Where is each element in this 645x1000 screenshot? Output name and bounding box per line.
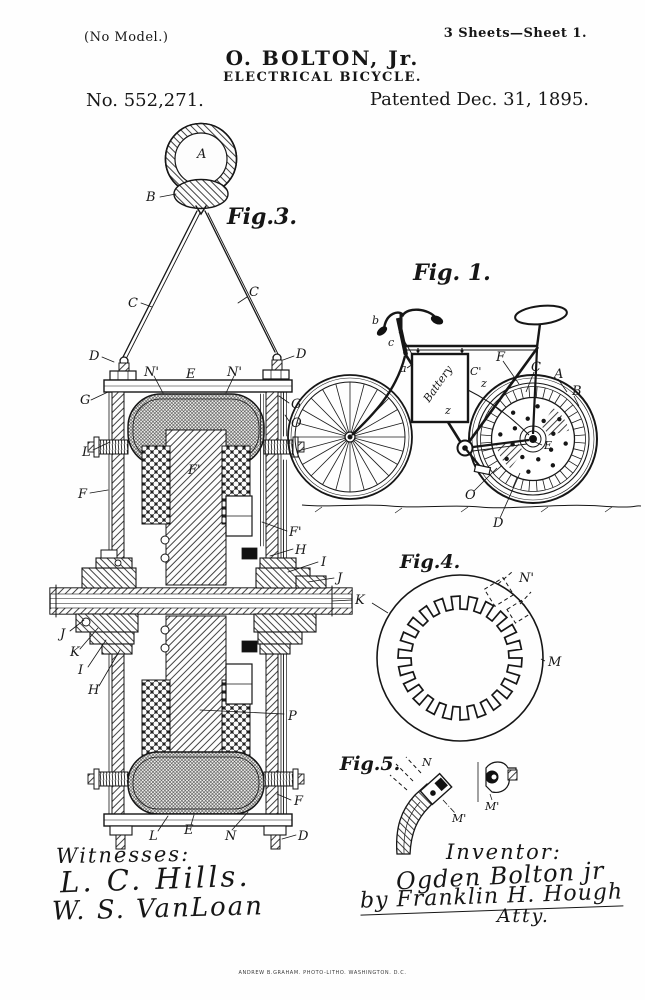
fig3-label-j-right: J: [334, 571, 343, 586]
fig1-label-e-hub: E: [543, 439, 552, 452]
fig4-label-n-prime: N': [518, 571, 534, 586]
fig3-caption: Fig.3.: [226, 204, 297, 230]
fig3-label-c-right: C: [249, 285, 259, 300]
fig5-leader-m-prime-1: [442, 799, 456, 814]
fig1-drawing: Fig. 1.: [287, 260, 642, 531]
fig1-caption: Fig. 1.: [412, 260, 491, 286]
fig3-label-n-prime-right: N': [226, 365, 242, 380]
fig3-label-j-left: J: [57, 627, 66, 642]
handlebar: [376, 308, 444, 359]
fig4-gear-ring: [397, 595, 523, 721]
fig1-label-c-cap: C: [531, 360, 541, 375]
fig1-label-b-cap: B: [571, 384, 582, 399]
fig3-label-h-left: H: [87, 683, 100, 698]
fig5-label-m-prime-1: M': [451, 812, 466, 825]
front-wheel-spokes: [295, 382, 405, 492]
fig3-label-d-top-right: D: [295, 347, 307, 362]
witness-signature-2: W. S. VanLoan: [51, 891, 265, 927]
fig3-label-d-bottom-right: D: [297, 829, 309, 844]
fig1-label-a-cap: A: [553, 367, 563, 382]
fig3-label-e-top: E: [185, 367, 196, 382]
patentee-name: O. BOLTON, Jr.: [225, 46, 420, 70]
attorney-title: Atty.: [497, 905, 550, 927]
fig3-label-f-left: F: [77, 487, 88, 502]
fig4-caption: Fig.4.: [399, 551, 460, 573]
fig5-arm-inner-line: [403, 801, 421, 855]
patent-date: Patented Dec. 31, 1895.: [369, 89, 589, 110]
fig3-axle: [49, 549, 353, 655]
fig3-label-l-top: L: [81, 445, 91, 460]
fig3-suspension-cables: [122, 210, 279, 360]
fig3-label-g-left: G: [80, 393, 90, 408]
fig3-label-n-prime-left: N': [143, 365, 159, 380]
fig1-label-a: a: [400, 362, 407, 375]
fig3-label-e-bottom: E: [183, 823, 194, 838]
fig3-label-l-bottom: L: [148, 829, 158, 844]
hub-motor-shading: [496, 407, 570, 469]
fig1-leader-lines: [406, 360, 580, 519]
fig3-label-b: B: [145, 190, 156, 205]
battery-box: [410, 348, 530, 436]
fig1-label-b: b: [372, 314, 379, 327]
fig4-dashed-detail: [483, 571, 532, 624]
invention-title: ELECTRICAL BICYCLE.: [223, 70, 422, 85]
fig3-leader-lines: [69, 193, 353, 840]
fig1-label-f: F: [495, 350, 506, 365]
fig3-label-i-right: I: [320, 555, 327, 570]
fig1-label-c-prime: C': [470, 365, 481, 378]
fig5-caption: Fig.5.: [339, 753, 400, 775]
sheet-count: 3 Sheets—Sheet 1.: [443, 26, 587, 41]
fig3-label-h-right: H: [294, 543, 307, 558]
patent-number: No. 552,271.: [86, 90, 204, 111]
ground-line: [301, 504, 642, 509]
fig3-label-p-right: P: [287, 709, 297, 724]
fig1-label-d: D: [492, 516, 504, 531]
fig4-label-m: M: [547, 655, 562, 670]
hub-motor-dots: [498, 404, 568, 474]
fig3-label-n-bottom: N: [224, 829, 237, 844]
fig3-label-k-right: K: [354, 593, 366, 608]
fig4-drawing: Fig.4. N' M: [371, 551, 562, 742]
fig3-armature-core: [141, 393, 264, 761]
ground-ticks: [314, 506, 613, 514]
fig3-suspension-ring: [164, 122, 238, 216]
rear-wheel: [468, 374, 598, 504]
fig5-side-detail: [477, 761, 518, 802]
fig3-top-fasteners: [109, 353, 290, 381]
fig3-bottom-winding: [87, 751, 305, 850]
fig1-label-z-box: z: [444, 404, 451, 417]
fig3-label-a: A: [196, 147, 206, 162]
fig5-drawing: Fig.5. N M': [339, 753, 518, 855]
fig1-label-c: c: [388, 336, 394, 349]
fig5-contact-block: [419, 772, 453, 806]
front-wheel: [287, 374, 413, 500]
fig3-drawing: A B Fig.3. C C D D N' E N' G G O L F' F …: [49, 122, 366, 850]
fig5-label-n: N: [421, 756, 432, 769]
fig1-label-z-wire: z: [480, 377, 487, 390]
fig3-label-i-left: I: [77, 663, 84, 678]
fig3-label-d-top-left: D: [88, 349, 100, 364]
fig3-label-f-prime-center: F': [187, 463, 201, 478]
fig5-label-m-prime-2: M': [484, 800, 499, 813]
fig5-dashed-rays: [389, 756, 422, 791]
fig3-label-c-left: C: [128, 296, 138, 311]
inventor-heading: Inventor:: [446, 840, 562, 864]
no-model-note: (No Model.): [84, 30, 169, 45]
saddle: [514, 304, 568, 348]
fig3-label-k-left: K: [69, 645, 81, 660]
fig3-label-f-bottom-right: F: [293, 794, 304, 809]
lithographer-imprint: ANDREW B.GRAHAM. PHOTO-LITHO. WASHINGTON…: [238, 970, 407, 976]
fig3-label-f-prime-right: F': [288, 525, 302, 540]
fig1-label-o: O: [465, 488, 476, 503]
